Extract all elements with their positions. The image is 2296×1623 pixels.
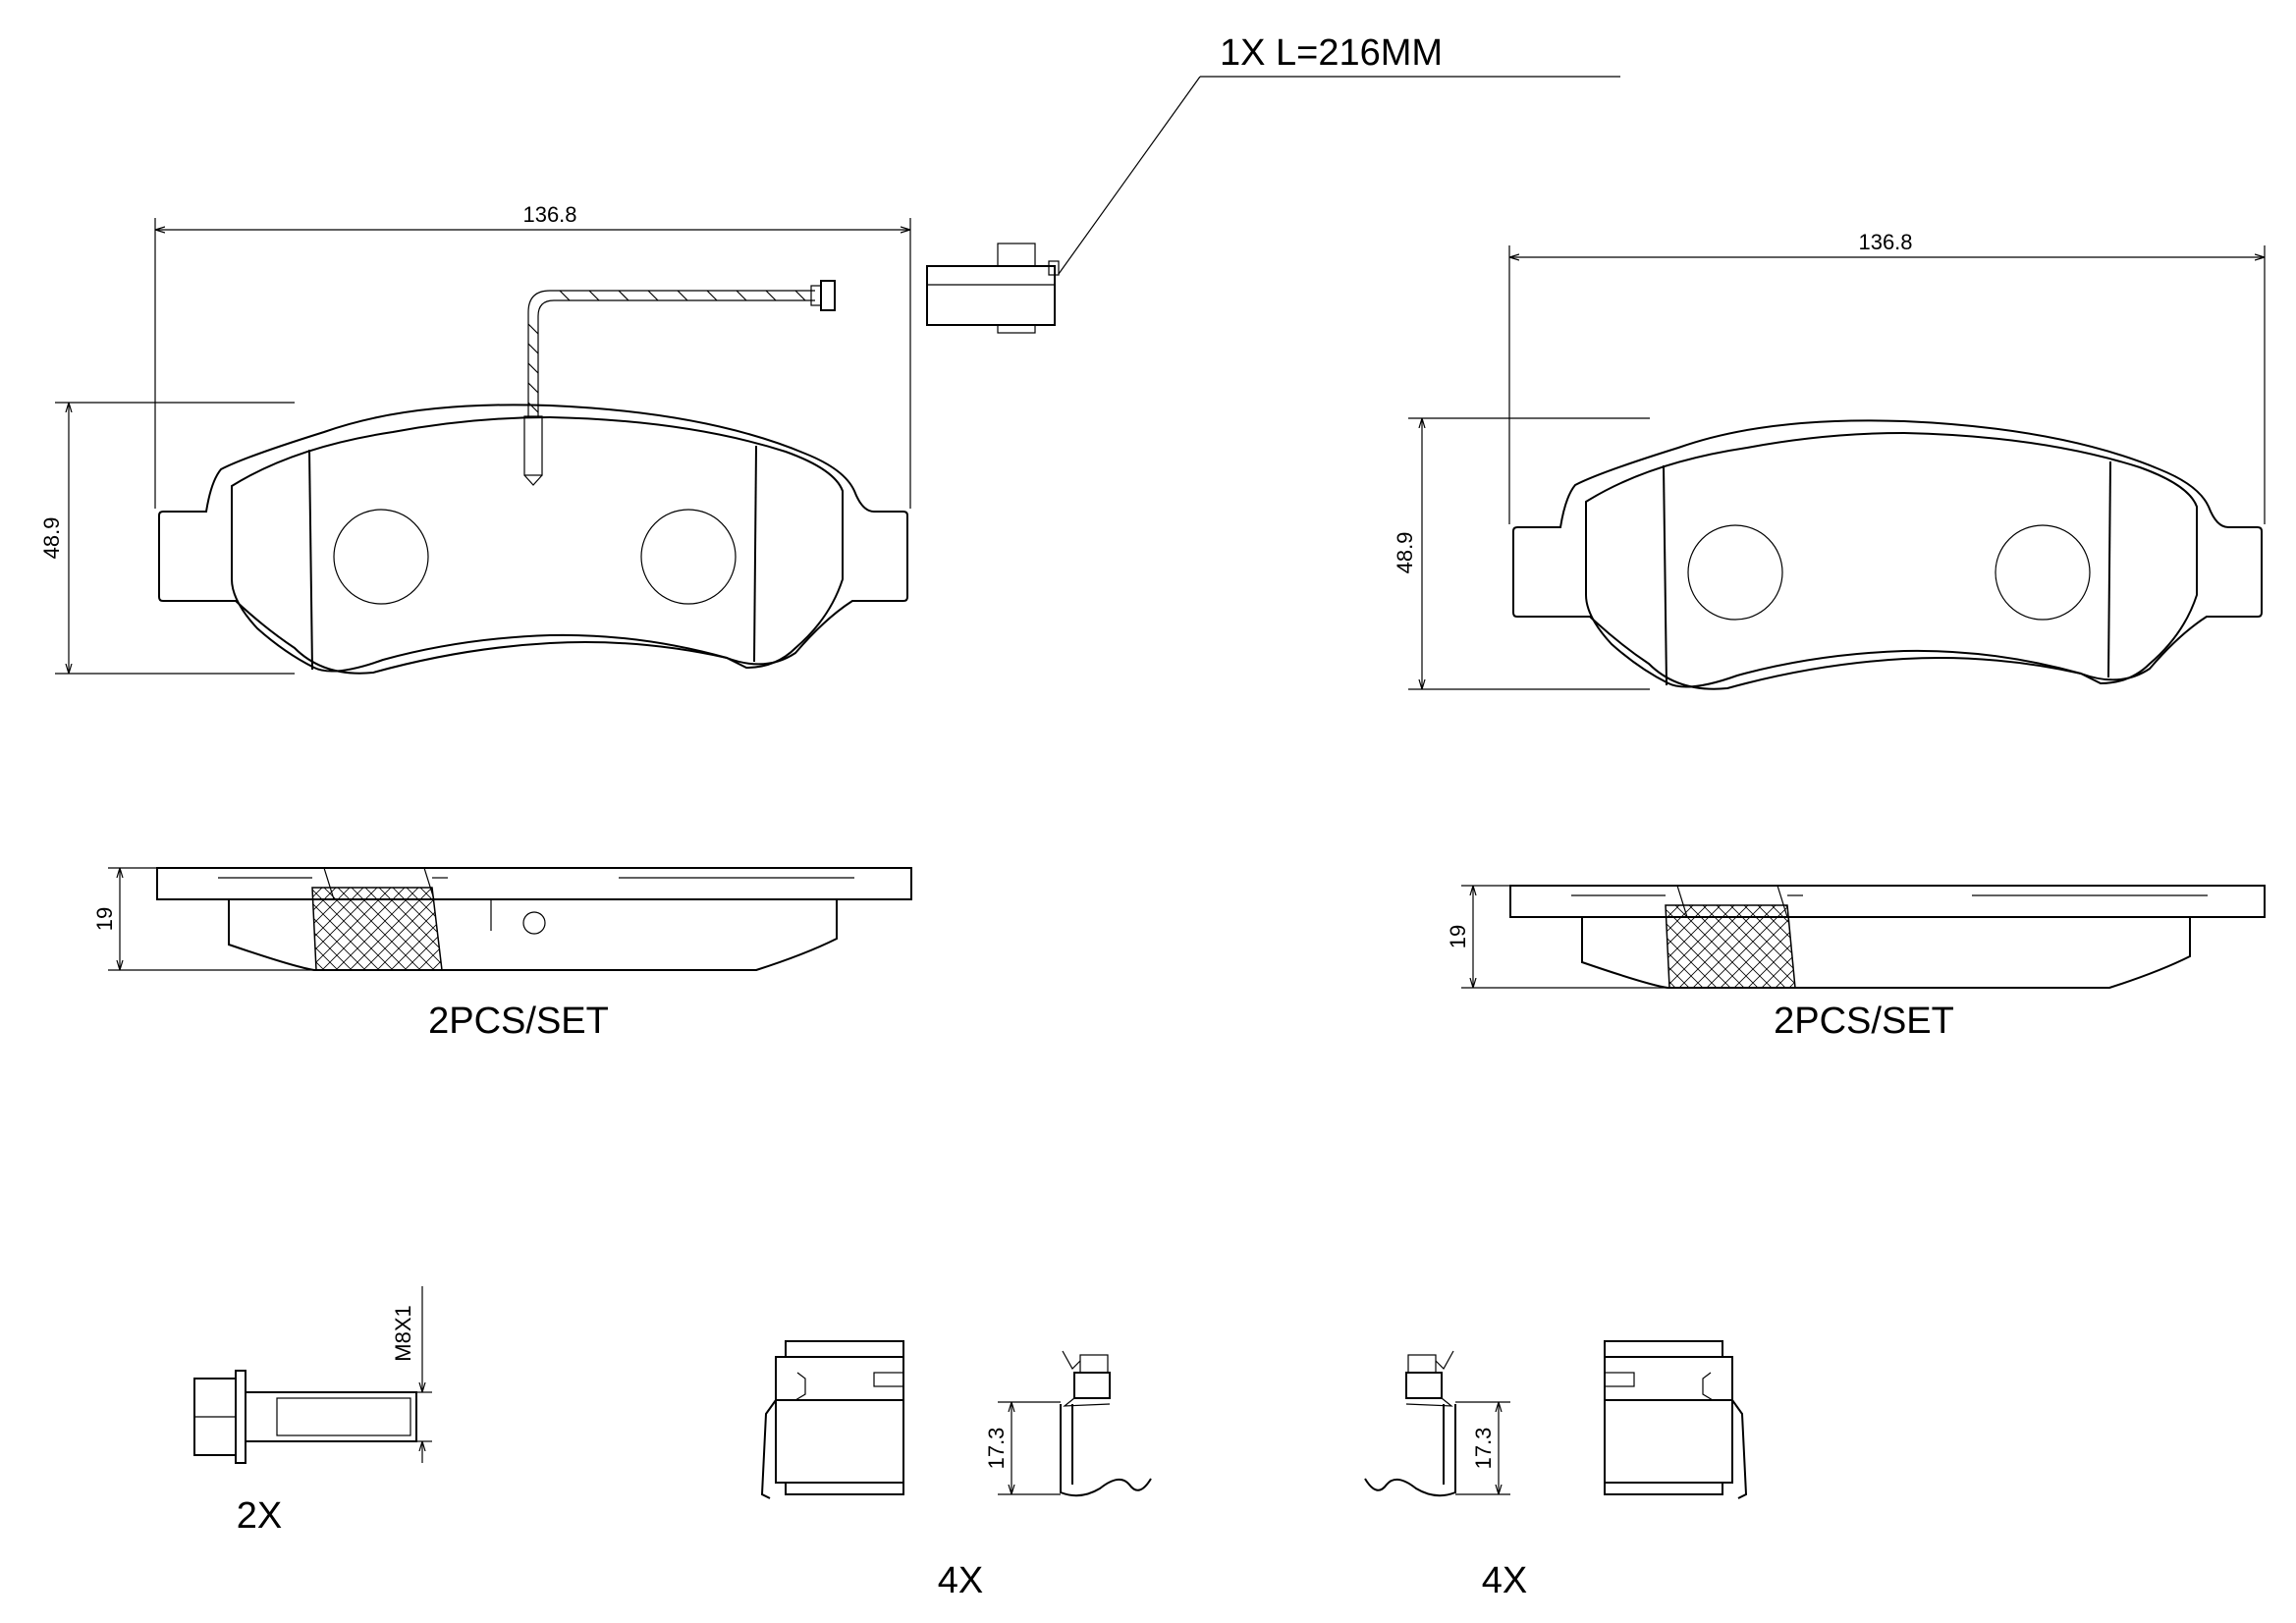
bolt-qty-label: 2X: [237, 1495, 282, 1537]
right-pad-thickness-label: 19: [1446, 925, 1470, 948]
wear-sensor-wire: [527, 243, 1060, 416]
left-pad-width-label: 136.8: [522, 202, 576, 227]
right-pad-side-view: 19 2PCS/SET: [1446, 885, 2266, 1042]
right-pad-set-label: 2PCS/SET: [1774, 1001, 1954, 1042]
wire-length-label: 1X L=216MM: [1220, 32, 1443, 74]
right-pad-height-label: 48.9: [1393, 532, 1417, 574]
clip-set-2-qty-label: 4X: [1482, 1560, 1527, 1601]
left-pad-height-label: 48.9: [39, 517, 64, 560]
clip-set-1-qty-label: 4X: [938, 1560, 983, 1601]
bolt-thread-label: M8X1: [391, 1305, 415, 1361]
right-pad-width-label: 136.8: [1858, 230, 1912, 254]
left-pad-front-view: [158, 404, 908, 675]
left-pad-side-view: 19 2PCS/SET: [92, 867, 912, 1042]
left-pad-thickness-label: 19: [92, 907, 117, 931]
right-pad-front-view: [1512, 419, 2263, 690]
clip-set-1-height-label: 17.3: [984, 1428, 1009, 1470]
bolt-drawing: M8X1 2X: [193, 1286, 432, 1537]
clip-set-2: 17.3 4X: [1364, 1340, 1748, 1601]
clip-set-1: 17.3 4X: [760, 1340, 1152, 1601]
right-pad-dimensions: 136.8 48.9: [1393, 230, 2266, 690]
clip-set-2-height-label: 17.3: [1471, 1428, 1496, 1470]
wire-callout: 1X L=216MM: [1058, 32, 1620, 275]
left-pad-dimensions: 136.8 48.9: [39, 202, 911, 675]
left-pad-set-label: 2PCS/SET: [428, 1001, 609, 1042]
